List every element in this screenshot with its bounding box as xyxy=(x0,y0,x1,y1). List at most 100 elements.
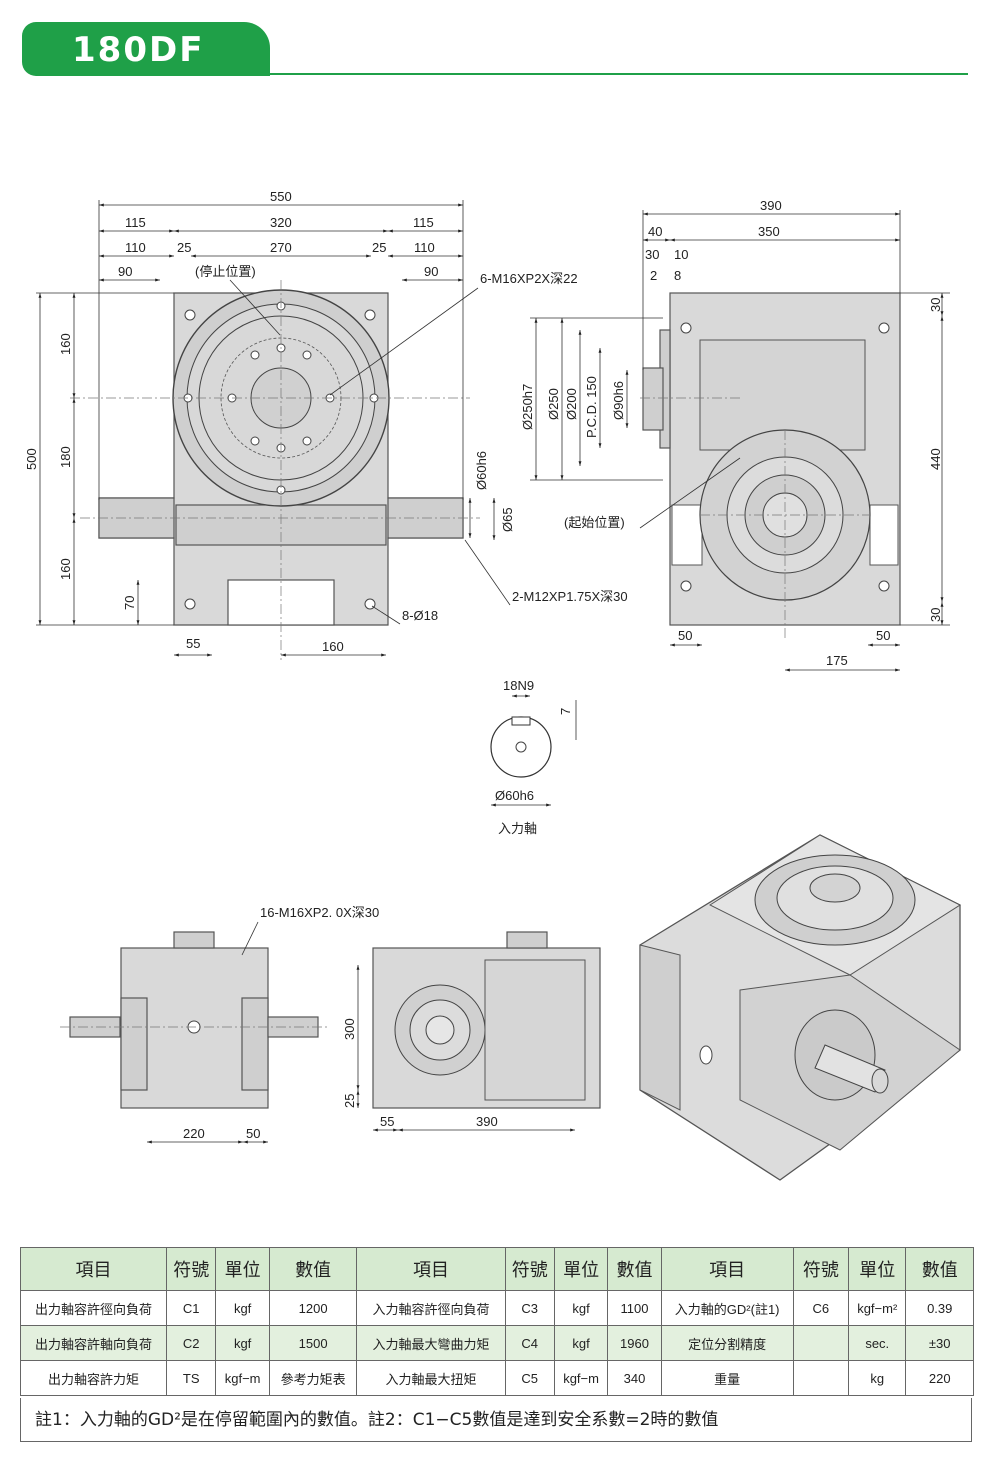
front-dim-55: 55 xyxy=(186,636,200,651)
cell: 1200 xyxy=(268,1290,358,1326)
th-symbol-3: 符號 xyxy=(792,1247,850,1291)
front-dim-90-left: 90 xyxy=(118,264,132,279)
bottom-dim-25: 25 xyxy=(342,1094,357,1108)
side-dim-30-top: 30 xyxy=(928,298,943,312)
cell: 入力軸容許徑向負荷 xyxy=(356,1290,506,1326)
cell: kgf−m xyxy=(215,1360,270,1396)
cell: kgf−m² xyxy=(848,1290,907,1326)
front-dim-110-left: 110 xyxy=(125,240,146,255)
th-symbol-1: 符號 xyxy=(166,1247,217,1291)
cell: C1 xyxy=(166,1290,217,1326)
front-dim-160-bottom-h: 160 xyxy=(322,639,344,654)
cell: 定位分割精度 xyxy=(660,1325,794,1361)
side-dia-250: Ø250 xyxy=(546,388,561,420)
front-dim-160-bottom: 160 xyxy=(58,558,73,580)
cell: ±30 xyxy=(905,1325,974,1361)
cell: kgf xyxy=(215,1325,270,1361)
cell: kgf−m xyxy=(553,1360,609,1396)
cell: C5 xyxy=(504,1360,555,1396)
technical-drawing: 550 115 320 115 110 25 270 25 110 90 90 … xyxy=(24,189,962,1181)
shaft-caption: 入力軸 xyxy=(498,821,537,836)
front-dim-270: 270 xyxy=(270,240,292,255)
th-item-1: 項目 xyxy=(19,1247,168,1291)
front-dim-500: 500 xyxy=(24,448,39,470)
cell: TS xyxy=(166,1360,217,1396)
spec-table: 項目 符號 單位 數值 項目 符號 單位 數值 項目 符號 單位 數值 出力軸容… xyxy=(19,1247,974,1396)
bottom-left-view: 16-M16XP2. 0X深30 220 50 xyxy=(60,905,379,1144)
side-dim-175: 175 xyxy=(826,653,848,668)
cell: kgf xyxy=(215,1290,270,1326)
cell: 0.39 xyxy=(905,1290,974,1326)
title-underline xyxy=(240,73,968,75)
front-dim-70: 70 xyxy=(122,596,137,610)
isometric-view xyxy=(639,834,962,1181)
side-dia-90h6: Ø90h6 xyxy=(611,381,626,420)
side-dim-8: 8 xyxy=(674,268,681,283)
cell: C3 xyxy=(504,1290,555,1326)
cell: 出力軸容許徑向負荷 xyxy=(19,1290,168,1326)
th-value-2: 數值 xyxy=(607,1247,662,1291)
stop-position-label: (停止位置) xyxy=(195,264,256,279)
bottom-thread-label: 16-M16XP2. 0X深30 xyxy=(260,905,379,920)
cell: 參考力矩表 xyxy=(268,1360,358,1396)
front-dim-160-top: 160 xyxy=(58,333,73,355)
cell: 220 xyxy=(905,1360,974,1396)
cell: 出力軸容許力矩 xyxy=(19,1360,168,1396)
side-view: 390 40 350 30 10 2 8 Ø250h7 Ø250 Ø200 P.… xyxy=(520,198,950,672)
bottom-dim-300: 300 xyxy=(342,1018,357,1040)
table-row: 出力軸容許徑向負荷 C1 kgf 1200 入力軸容許徑向負荷 C3 kgf 1… xyxy=(19,1290,974,1326)
cell: kg xyxy=(848,1360,907,1396)
bottom-dim-220: 220 xyxy=(183,1126,205,1141)
front-dim-550: 550 xyxy=(270,189,292,204)
th-item-2: 項目 xyxy=(356,1247,506,1291)
cell xyxy=(792,1360,850,1396)
table-row: 出力軸容許軸向負荷 C2 kgf 1500 入力軸最大彎曲力矩 C4 kgf 1… xyxy=(19,1325,974,1361)
shaft-detail: 18N9 7 Ø60h6 入力軸 xyxy=(490,678,577,836)
cell: sec. xyxy=(848,1325,907,1361)
front-tap-label: 2-M12XP1.75X深30 xyxy=(512,589,628,604)
th-item-3: 項目 xyxy=(660,1247,794,1291)
cell: 1100 xyxy=(607,1290,662,1326)
th-symbol-2: 符號 xyxy=(504,1247,555,1291)
cell: 入力軸最大扭矩 xyxy=(356,1360,506,1396)
shaft-key-dim: 18N9 xyxy=(503,678,534,693)
cell: kgf xyxy=(553,1325,609,1361)
side-dim-40: 40 xyxy=(648,224,662,239)
cell xyxy=(792,1325,850,1361)
side-dia-200: Ø200 xyxy=(564,388,579,420)
th-unit-1: 單位 xyxy=(215,1247,270,1291)
front-dim-25-right: 25 xyxy=(372,240,386,255)
front-dia-shaft: Ø60h6 xyxy=(474,451,489,490)
footnote: 註1：入力軸的GD²是在停留範圍內的數值。註2：C1−C5數值是達到安全系數=2… xyxy=(20,1398,972,1442)
front-dim-115-right: 115 xyxy=(413,215,434,230)
front-dia-boss: Ø65 xyxy=(500,507,515,532)
side-dim-50-left: 50 xyxy=(678,628,692,643)
front-view: 550 115 320 115 110 25 270 25 110 90 90 … xyxy=(24,189,628,660)
front-dim-110-right: 110 xyxy=(414,240,435,255)
shaft-dia-dim: Ø60h6 xyxy=(495,788,534,803)
side-dim-2: 2 xyxy=(650,268,657,283)
spec-table-header: 項目 符號 單位 數值 項目 符號 單位 數值 項目 符號 單位 數值 xyxy=(19,1247,974,1291)
front-dim-115-left: 115 xyxy=(125,215,146,230)
th-value-1: 數值 xyxy=(268,1247,358,1291)
cell: C4 xyxy=(504,1325,555,1361)
bottom-dim-50: 50 xyxy=(246,1126,260,1141)
model-title: 180DF xyxy=(72,30,205,70)
bottom-dim-55: 55 xyxy=(380,1114,394,1129)
model-title-tab: 180DF xyxy=(22,22,270,76)
side-pcd: P.C.D. 150 xyxy=(584,376,599,438)
cell: C2 xyxy=(166,1325,217,1361)
cell: 1500 xyxy=(268,1325,358,1361)
side-dim-350: 350 xyxy=(758,224,780,239)
front-thread-label: 6-M16XP2X深22 xyxy=(480,271,578,286)
cell: 入力軸的GD²(註1) xyxy=(660,1290,794,1326)
bottom-mid-view: 300 25 55 390 xyxy=(342,931,601,1132)
th-unit-3: 單位 xyxy=(848,1247,907,1291)
cell: 1960 xyxy=(607,1325,662,1361)
front-dim-90-right: 90 xyxy=(424,264,438,279)
front-dim-25-left: 25 xyxy=(177,240,191,255)
bottom-dim-390: 390 xyxy=(476,1114,498,1129)
side-dim-440: 440 xyxy=(928,448,943,470)
start-position-label: (起始位置) xyxy=(564,515,625,530)
th-value-3: 數值 xyxy=(905,1247,974,1291)
